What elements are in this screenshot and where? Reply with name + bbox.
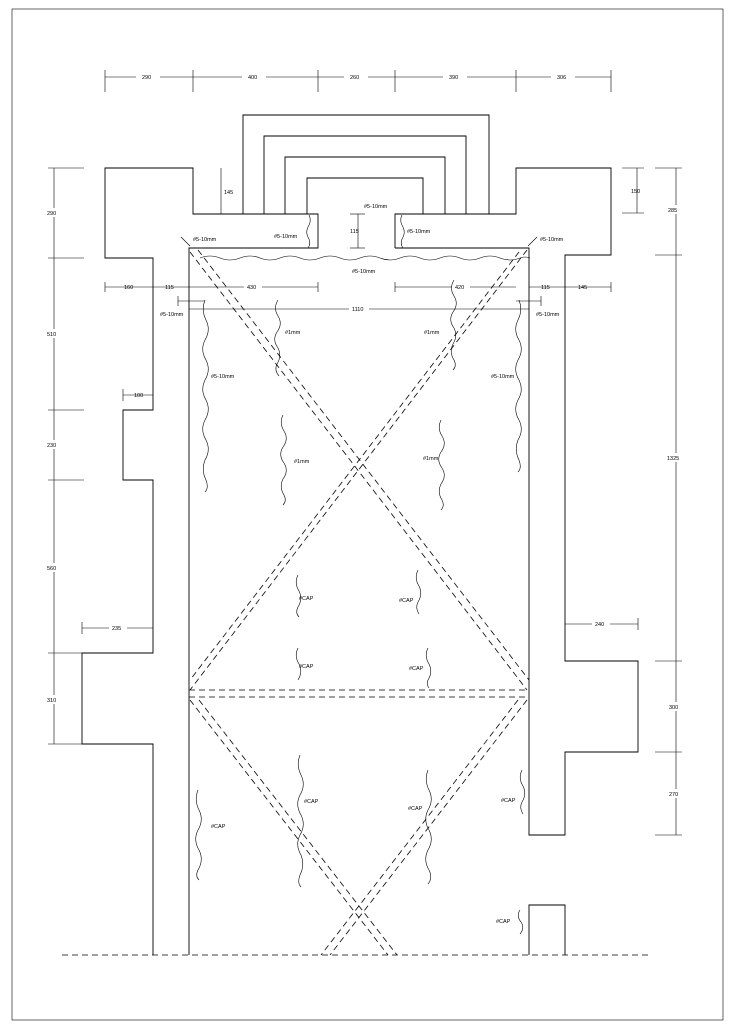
crack-label: #CAP: [501, 798, 516, 804]
crack-label: #CAP: [496, 919, 511, 925]
right-dim-3: 300: [669, 705, 678, 711]
top-dim-4: 390: [449, 75, 458, 81]
top-dimension-chain: 290 400 260 390 306: [104, 70, 612, 92]
dim-240: 240: [595, 622, 604, 628]
top-dim-1: 290: [142, 75, 151, 81]
left-dim-1: 290: [47, 211, 56, 217]
inner-dimensions: 145 150 115 160 115 430 420 115 145 111: [81, 167, 644, 634]
dim-115-slot: 115: [350, 229, 359, 235]
crack-label: #5-10mm: [364, 204, 388, 210]
right-dim-2: 1325: [667, 456, 679, 462]
crack-label: #CAP: [304, 799, 319, 805]
left-wall-outline: [81, 167, 319, 955]
crack-lines: [177, 214, 542, 935]
crack-label: #CAP: [399, 598, 414, 604]
dim-1110: 1110: [352, 307, 363, 313]
right-wall-outline: [394, 167, 639, 836]
top-dim-5: 306: [557, 75, 566, 81]
crack-label: #1mm: [423, 456, 439, 462]
sheet-border: [11, 8, 724, 1021]
dim-145-top: 145: [224, 190, 233, 196]
dim-115-left: 115: [165, 285, 174, 291]
dim-115-right: 115: [541, 285, 550, 291]
left-dim-2: 510: [47, 332, 56, 338]
top-dim-2: 400: [248, 75, 257, 81]
dashed-bracing: [189, 249, 530, 956]
crack-label: #5-10mm: [211, 374, 235, 380]
dim-100: 100: [134, 393, 143, 399]
dim-160: 160: [124, 285, 133, 291]
dim-150-right: 150: [631, 189, 640, 195]
crack-label: #1mm: [424, 330, 440, 336]
left-dim-4: 560: [47, 566, 56, 572]
crack-label: #5-10mm: [407, 229, 431, 235]
crack-label: #CAP: [299, 664, 314, 670]
dim-430: 430: [247, 285, 256, 291]
crack-label: #CAP: [211, 824, 226, 830]
dim-145-right: 145: [578, 285, 587, 291]
crack-label: #5-10mm: [491, 374, 515, 380]
crack-label: #1mm: [294, 459, 310, 465]
left-dim-3: 230: [47, 443, 56, 449]
left-dimension-chain: 290 510 230 560 310: [46, 167, 84, 745]
dim-235: 235: [112, 626, 121, 632]
top-dim-3: 260: [350, 75, 359, 81]
crack-label: #5-10mm: [274, 234, 298, 240]
crack-label: #1mm: [285, 330, 301, 336]
right-dim-1: 285: [668, 208, 677, 214]
crack-labels: #5-10mm #5-10mm #5-10mm #5-10mm #5-10mm …: [160, 204, 564, 925]
dim-420: 420: [455, 285, 464, 291]
crack-label: #5-10mm: [352, 269, 376, 275]
right-dim-4: 270: [669, 792, 678, 798]
crack-label: #5-10mm: [160, 312, 184, 318]
left-dim-5: 310: [47, 698, 56, 704]
crack-label: #CAP: [408, 806, 423, 812]
crack-label: #5-10mm: [193, 237, 217, 243]
crack-label: #5-10mm: [540, 237, 564, 243]
top-nested-frames: [242, 114, 490, 214]
crack-label: #CAP: [299, 596, 314, 602]
crack-label: #5-10mm: [536, 312, 560, 318]
bottom-right-pier: [528, 904, 566, 955]
right-dimension-chain: 285 1325 300 270: [655, 167, 686, 836]
crack-label: #CAP: [409, 666, 424, 672]
